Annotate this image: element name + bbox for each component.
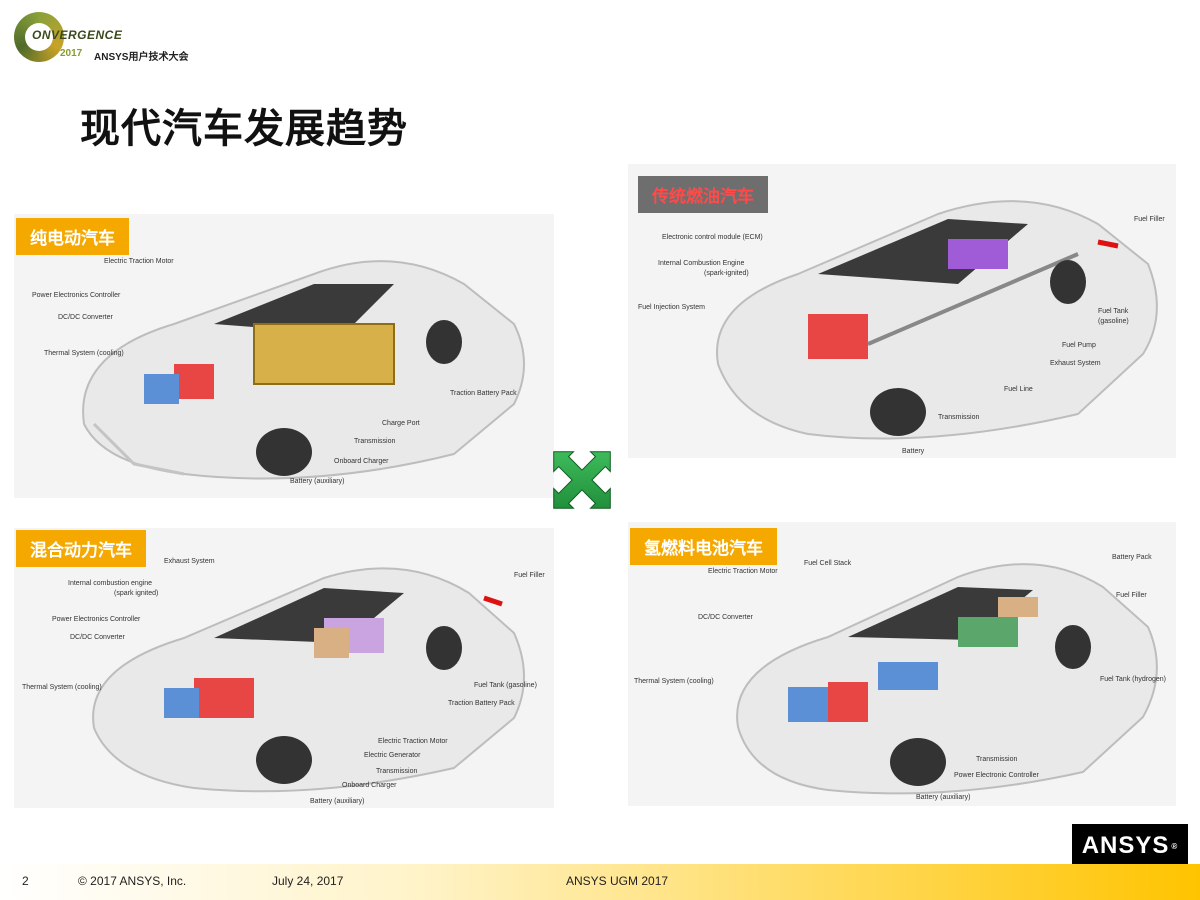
transition-arrows-icon bbox=[553, 451, 611, 509]
label-conv-12: Battery bbox=[902, 448, 925, 455]
label-hybrid-14: Battery (auxiliary) bbox=[310, 798, 365, 805]
label-conv-2: Internal Combustion Engine bbox=[658, 260, 745, 267]
logo-year: 2017 bbox=[60, 48, 83, 59]
label-hybrid-7: Fuel Filler bbox=[514, 572, 545, 579]
label-fc-1: Electric Traction Motor bbox=[708, 568, 778, 575]
panel-electric-vehicle: 纯电动汽车 Electric Traction Motor Power Elec… bbox=[14, 214, 554, 498]
page-number: 2 bbox=[22, 874, 29, 888]
label-conv-10: Fuel Line bbox=[1004, 386, 1033, 393]
logo-subtitle: ANSYS用户技术大会 bbox=[94, 52, 189, 63]
label-electric-1: Electric Traction Motor bbox=[104, 258, 174, 265]
label-fc-6: Thermal System (cooling) bbox=[634, 678, 714, 685]
label-hybrid-13: Onboard Charger bbox=[342, 782, 397, 789]
registered-mark: ® bbox=[1171, 841, 1179, 851]
label-electric-7: Transmission bbox=[354, 438, 396, 445]
label-conv-9: Exhaust System bbox=[1050, 360, 1101, 367]
label-electric-2: Power Electronics Controller bbox=[32, 292, 121, 299]
car-illustration-icon bbox=[736, 563, 1158, 795]
label-fc-2: Fuel Cell Stack bbox=[804, 560, 852, 567]
tag-electric: 纯电动汽车 bbox=[16, 218, 129, 255]
tag-fuelcell: 氢燃料电池汽车 bbox=[630, 528, 777, 565]
car-illustration-icon bbox=[716, 200, 1158, 440]
car-illustration-icon bbox=[82, 260, 525, 480]
label-electric-6: Charge Port bbox=[382, 420, 420, 427]
label-conv-5: Fuel Filler bbox=[1134, 216, 1165, 223]
label-hybrid-12: Transmission bbox=[376, 768, 418, 775]
label-hybrid-4: Power Electronics Controller bbox=[52, 616, 141, 623]
label-fc-5: Fuel Filler bbox=[1116, 592, 1147, 599]
label-hybrid-6: Thermal System (cooling) bbox=[22, 684, 102, 691]
label-hybrid-1: Exhaust System bbox=[164, 558, 215, 565]
label-conv-1: Electronic control module (ECM) bbox=[662, 234, 763, 241]
label-conv-6: Fuel Tank bbox=[1098, 308, 1129, 315]
ansys-logo: ANSYS® bbox=[1072, 824, 1188, 868]
label-electric-9: Battery (auxiliary) bbox=[290, 478, 345, 485]
logo-ring-icon bbox=[14, 12, 64, 62]
ansys-logo-text: ANSYS bbox=[1081, 832, 1170, 859]
panel-conventional-vehicle: 传统燃油汽车 Electronic control module (ECM) I… bbox=[628, 164, 1176, 458]
label-fc-10: Battery (auxiliary) bbox=[916, 794, 971, 801]
label-electric-8: Onboard Charger bbox=[334, 458, 389, 465]
label-hybrid-2: Internal combustion engine bbox=[68, 580, 153, 587]
tag-conventional: 传统燃油汽车 bbox=[638, 176, 768, 213]
slide-footer: 2 © 2017 ANSYS, Inc. July 24, 2017 ANSYS… bbox=[0, 864, 1200, 900]
tag-hybrid: 混合动力汽车 bbox=[16, 530, 146, 567]
footer-date: July 24, 2017 bbox=[272, 874, 344, 888]
label-conv-11: Transmission bbox=[938, 414, 980, 421]
label-fc-4: DC/DC Converter bbox=[698, 614, 753, 621]
logo-word: ONVERGENCE bbox=[32, 28, 123, 42]
label-hybrid-3: (spark ignited) bbox=[114, 590, 159, 597]
copyright: © 2017 ANSYS, Inc. bbox=[78, 874, 187, 888]
label-fc-3: Battery Pack bbox=[1112, 554, 1152, 561]
label-fc-8: Transmission bbox=[976, 756, 1018, 763]
footer-event: ANSYS UGM 2017 bbox=[566, 874, 669, 888]
label-conv-8: Fuel Pump bbox=[1062, 342, 1096, 349]
label-conv-7: (gasoline) bbox=[1098, 318, 1129, 325]
label-hybrid-5: DC/DC Converter bbox=[70, 634, 125, 641]
label-fc-9: Power Electronic Controller bbox=[954, 772, 1039, 779]
slide-title: 现代汽车发展趋势 bbox=[80, 106, 408, 152]
label-conv-3: (spark-ignited) bbox=[704, 270, 749, 277]
label-hybrid-9: Traction Battery Pack bbox=[448, 700, 515, 707]
label-conv-4: Fuel Injection System bbox=[638, 304, 705, 311]
label-electric-5: Traction Battery Pack bbox=[450, 390, 517, 397]
car-illustration-icon bbox=[92, 567, 525, 793]
label-hybrid-8: Fuel Tank (gasoline) bbox=[474, 682, 537, 689]
label-fc-7: Fuel Tank (hydrogen) bbox=[1100, 676, 1167, 683]
label-electric-4: Thermal System (cooling) bbox=[44, 350, 124, 357]
label-hybrid-10: Electric Traction Motor bbox=[378, 738, 448, 745]
panel-hybrid-vehicle: 混合动力汽车 Exhaust System Internal combustio… bbox=[14, 528, 554, 808]
convergence-logo: ONVERGENCE 2017 ANSYS用户技术大会 bbox=[8, 8, 208, 72]
panel-fuelcell-vehicle: 氢燃料电池汽车 Electric Traction Motor Fuel Cel… bbox=[628, 522, 1176, 806]
label-electric-3: DC/DC Converter bbox=[58, 314, 113, 321]
label-hybrid-11: Electric Generator bbox=[364, 752, 421, 759]
